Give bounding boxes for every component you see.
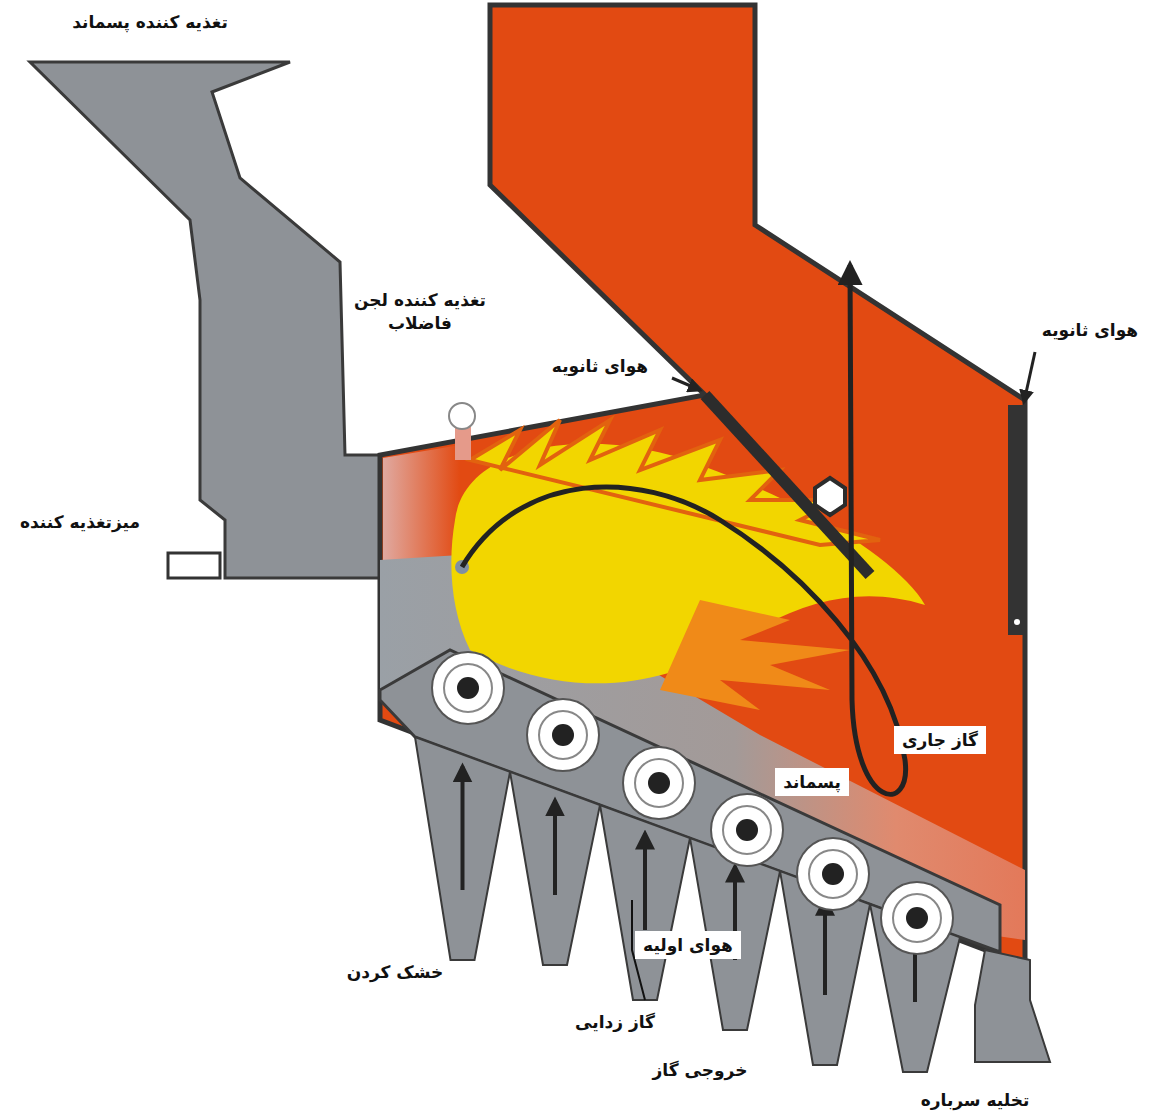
part-label: خشک کردن bbox=[347, 961, 444, 984]
ash-discharge bbox=[975, 950, 1050, 1062]
grate-roller bbox=[881, 882, 953, 954]
leader-line bbox=[1024, 352, 1035, 402]
right-wall bbox=[1008, 405, 1025, 635]
flame-tongues-lower bbox=[660, 600, 850, 710]
secondary-air-divider bbox=[705, 395, 870, 575]
part-label: خروجی گاز bbox=[653, 1059, 748, 1082]
air-hopper bbox=[510, 772, 600, 965]
furnace-body bbox=[380, 5, 1025, 965]
sludge-pipe bbox=[455, 425, 471, 460]
air-hopper bbox=[600, 805, 690, 1000]
part-label: میزتغذیه کننده bbox=[20, 511, 140, 534]
feed-hopper bbox=[30, 62, 380, 578]
part-label: تخلیه سرباره bbox=[921, 1089, 1030, 1112]
part-label: هوای ثانویه bbox=[1042, 319, 1138, 342]
part-label: تغذیه کننده پسماند bbox=[72, 11, 228, 34]
air-hopper bbox=[415, 737, 510, 960]
air-arrow bbox=[553, 800, 557, 895]
grate-roller bbox=[623, 747, 695, 819]
air-nozzle bbox=[815, 478, 845, 515]
air-arrow bbox=[461, 766, 465, 890]
label-text: هوای اولیه bbox=[643, 934, 733, 957]
air-arrow bbox=[823, 900, 827, 995]
label-box: پسماند bbox=[775, 768, 849, 797]
feed-table bbox=[168, 553, 220, 578]
grate-roller bbox=[527, 699, 599, 771]
grate-roller bbox=[797, 838, 869, 910]
label-text: پسماند bbox=[783, 771, 841, 794]
part-label: گاز زدایی bbox=[575, 1011, 655, 1034]
part-label: هوای ثانویه bbox=[552, 355, 648, 378]
sludge-feeder bbox=[449, 403, 475, 429]
grate-roller bbox=[432, 652, 504, 724]
label-text: گاز جاری bbox=[902, 729, 978, 752]
grate-roller bbox=[711, 794, 783, 866]
air-arrow bbox=[643, 834, 647, 930]
part-label: تغذیه کننده لجن فاضلاب bbox=[345, 289, 495, 335]
label-box: گاز جاری bbox=[894, 726, 986, 755]
label-box: هوای اولیه bbox=[635, 931, 741, 960]
leader-line bbox=[672, 378, 700, 390]
